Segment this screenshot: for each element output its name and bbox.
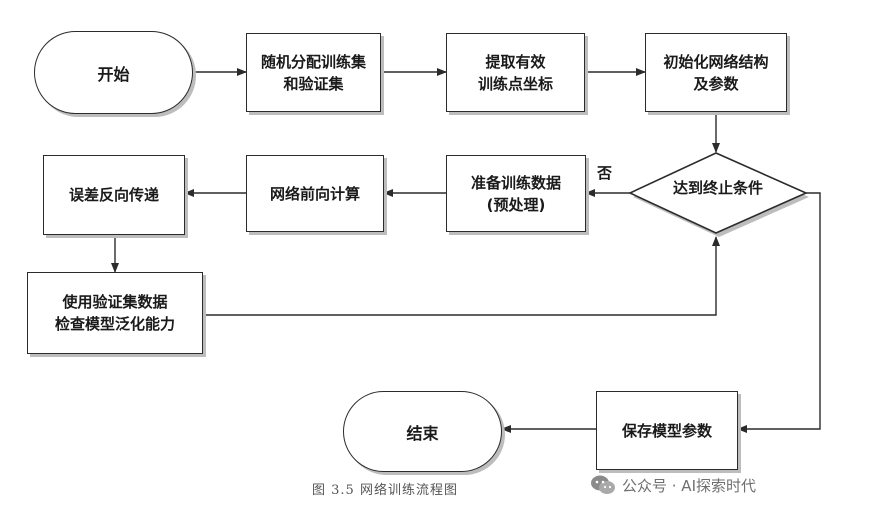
end-label: 结束 (406, 423, 439, 443)
init-network-box: 初始化网络结构 及参数 (645, 33, 787, 112)
forward-box: 网络前向计算 (246, 155, 384, 232)
start-label: 开始 (97, 64, 130, 84)
prepare-data-label: 准备训练数据 (预处理) (470, 173, 561, 214)
save-params-label: 保存模型参数 (621, 421, 712, 440)
init-network-label: 初始化网络结构 及参数 (663, 52, 769, 93)
arrow-condition-to-save (737, 192, 821, 433)
decision-diamond (628, 152, 808, 234)
forward-label: 网络前向计算 (269, 184, 360, 203)
backprop-label: 误差反向传递 (68, 186, 159, 204)
watermark: 公众号 · AI探索时代 (590, 474, 756, 496)
figure-caption: 图 3.5 网络训练流程图 (312, 483, 458, 498)
backprop-box: 误差反向传递 (43, 155, 185, 235)
condition-label: 达到终止条件 (672, 179, 763, 197)
extract-points-label: 提取有效 训练点坐标 (477, 52, 553, 93)
random-split-label: 随机分配训练集 和验证集 (260, 52, 366, 93)
validate-label: 使用验证集数据 检查模型泛化能力 (54, 293, 175, 333)
end-terminal: 结束 (343, 391, 502, 472)
extract-points-box: 提取有效 训练点坐标 (446, 33, 585, 112)
random-split-box: 随机分配训练集 和验证集 (246, 33, 381, 112)
no-edge-label: 否 (597, 164, 613, 182)
start-terminal: 开始 (34, 31, 193, 114)
wechat-icon (591, 475, 615, 494)
save-params-box: 保存模型参数 (596, 391, 738, 470)
arrow-validate-to-condition (203, 236, 720, 316)
watermark-text: 公众号 · AI探索时代 (622, 476, 756, 495)
prepare-data-box: 准备训练数据 (预处理) (446, 155, 586, 232)
validate-box: 使用验证集数据 检查模型泛化能力 (27, 272, 203, 354)
